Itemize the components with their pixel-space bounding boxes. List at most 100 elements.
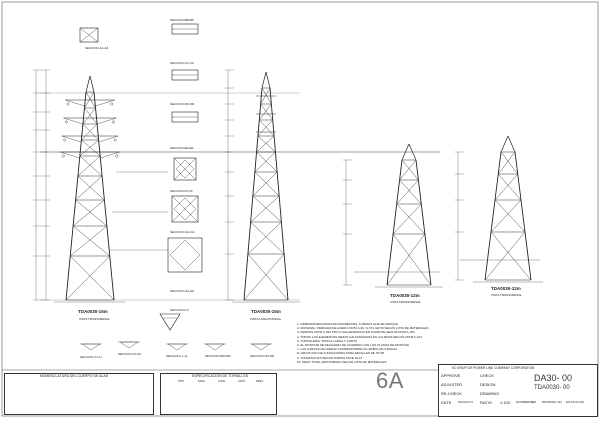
cross-arm-brace [61, 135, 82, 143]
tower-brace [254, 151, 276, 173]
tower-brace [494, 199, 526, 233]
tower4-subcaption: VISTA TRANSVERSAL [491, 293, 523, 297]
tower-brace [72, 199, 105, 227]
tb-label: RE-CHECK [441, 391, 462, 396]
insulator [66, 102, 70, 106]
tower-brace [392, 233, 432, 286]
tb-bottom-label: 1:0 [532, 400, 537, 404]
section-diamond [173, 197, 197, 221]
detail-shape [81, 343, 101, 351]
section-label: SECCION FF-FF [170, 189, 193, 193]
note-line: 10- PESO TOTAL APROXIMADO SEGUN LISTA DE… [297, 359, 387, 364]
tower-brace [75, 175, 103, 201]
small-detail [80, 343, 102, 351]
tower-brace [396, 203, 426, 235]
tower1-caption: TDA0030-15m [78, 309, 108, 314]
tower-brace [260, 103, 273, 121]
detail-shape [119, 341, 139, 349]
tower-brace [494, 173, 518, 201]
tower-brace [396, 179, 419, 205]
section-detail [171, 69, 199, 81]
insulator [112, 120, 115, 124]
note-line: 5- TORNILLERIA: ROSCA LARGA Y CORTA [297, 338, 357, 343]
section-diamond [175, 159, 195, 179]
tower-leg [65, 91, 87, 301]
tb-label: CHECK [480, 373, 495, 378]
extension-header: PESO [256, 380, 264, 383]
tower-brace [247, 221, 282, 255]
extension-table [160, 373, 277, 415]
cross-arm-brace [98, 135, 119, 143]
tower3-subcaption: VISTA TRANSVERSAL [390, 300, 422, 304]
section-outline [173, 157, 197, 181]
tower-peak [500, 135, 509, 153]
extension-header: LONG [218, 380, 226, 383]
tower2-subcaption: VISTA LONGITUDINAL [250, 317, 282, 321]
tower-brace [500, 151, 518, 175]
detail-shape [251, 343, 271, 351]
small-detail [166, 343, 188, 351]
tower-brace [256, 135, 275, 153]
note-line: 4- TODOS LOS ELEMENTOS SERAN GALVANIZADO… [297, 334, 422, 339]
cross-arm-brace [60, 151, 80, 159]
tb-label: ADJUSTER [441, 382, 463, 387]
tower-leg [514, 151, 532, 281]
tower-brace [399, 179, 422, 205]
detail-shape [167, 343, 187, 351]
note-line: 8- VER PLANO DE FUNDACIONES PARA DETALLE… [297, 351, 384, 356]
tower-transversal [54, 75, 126, 303]
tower-brace [498, 173, 522, 201]
extension-table-title: ESPECIFICACION DE TORNILLOS [192, 374, 249, 378]
section-label: SECCION DD-DD [170, 102, 195, 106]
sheet-number: 6A [376, 368, 404, 393]
member-table [4, 373, 154, 415]
detail-label: SECCION KK-KK [118, 352, 142, 356]
tower-leg [484, 151, 502, 281]
insulator [113, 138, 117, 142]
tower-brace [250, 195, 280, 223]
tb-label: DRAWING [480, 391, 500, 396]
tower3-caption: TDA0030-12m [390, 293, 420, 298]
tb-label: RATIO [480, 400, 492, 405]
section-label: SECCION HH-HH [170, 289, 195, 293]
note-line: 6- EL MONTAJE SE REALIZARA DE ACUERDO CO… [297, 342, 410, 347]
tower-brace [79, 155, 103, 177]
small-details [80, 341, 272, 351]
tower-brace [257, 119, 273, 137]
tower-leg [243, 87, 263, 301]
tower-brace [81, 139, 101, 157]
title-block [438, 364, 598, 417]
section-outline [167, 237, 203, 273]
tower-peak [408, 143, 417, 161]
note-line: 7- LAS CARGAS DE DISENO CORRESPONDEN AL … [297, 347, 397, 352]
section-outline [171, 195, 199, 223]
section-diagonal [173, 157, 197, 181]
section-outline [79, 27, 99, 43]
tb-bottom-label: NUMBERING [516, 400, 535, 404]
note-line: 2- MATERIAL: PERFILES DE ACERO ASTM A-36… [297, 326, 429, 331]
tower-brace [72, 225, 110, 257]
insulator [63, 138, 67, 142]
cross-arm-brace [65, 99, 85, 107]
section-label: SECCION AA-AA [85, 46, 109, 50]
tower-brace [75, 199, 108, 227]
note-line: 9- TOLERANCIAS SEGUN NORMA ASCE 10-15 [297, 355, 363, 360]
dimension-lines [33, 69, 464, 301]
tower-body-short-2 [473, 135, 543, 283]
detail-shape [205, 343, 225, 351]
section-diagonal [79, 27, 99, 43]
section-detail [171, 195, 199, 223]
tower-brace [82, 123, 99, 141]
general-notes: 1- DIMENSIONES DADAS EN MILIMETROS, A ME… [297, 323, 477, 365]
section-detail [171, 111, 199, 123]
member-table-title: NOMENCLATURA DEL CUERPO DE ALAS [40, 374, 109, 378]
insulator [61, 154, 65, 158]
tower-brace [399, 159, 417, 181]
tower-brace [392, 203, 422, 235]
tower-longitudinal [232, 71, 300, 303]
tower-brace [247, 253, 289, 301]
tower-leg [386, 159, 403, 286]
tower-brace [79, 139, 99, 157]
section-details [79, 23, 203, 331]
detail-label: SECCION NN-NN [250, 354, 275, 358]
